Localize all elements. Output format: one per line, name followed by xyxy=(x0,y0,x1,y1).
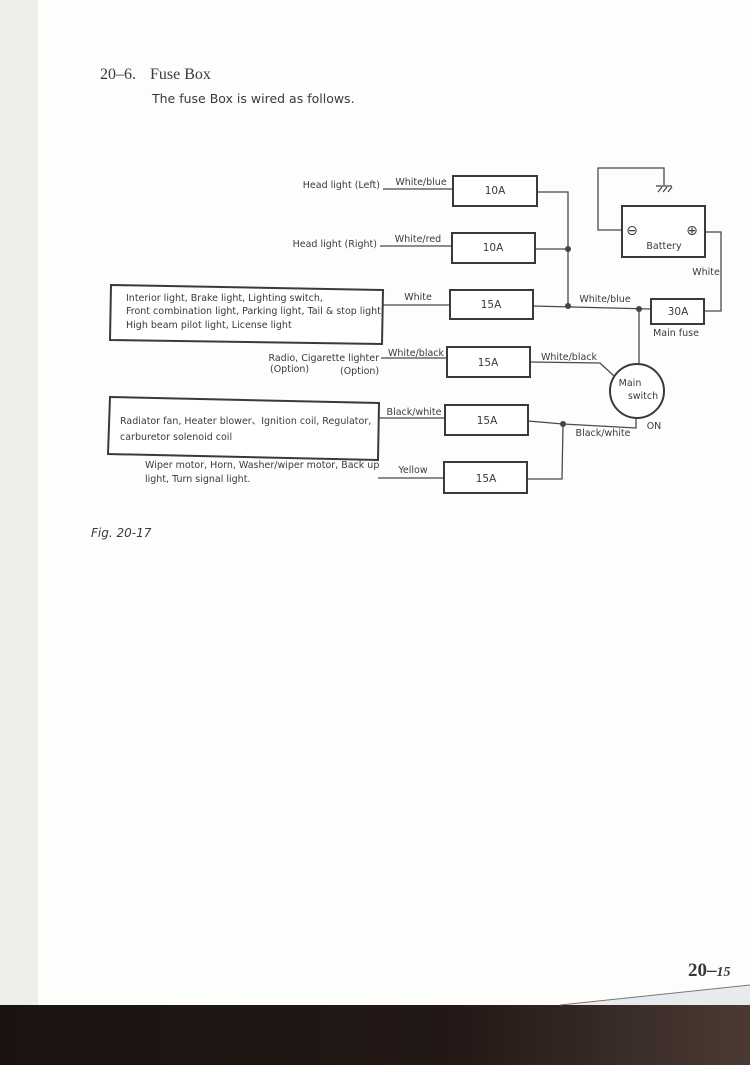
battery: ⊖ ⊕ Battery xyxy=(621,205,706,258)
svg-text:30A: 30A xyxy=(668,306,689,318)
switch-feed-wire-label: White/black xyxy=(541,352,598,363)
load-label: (Option) xyxy=(270,364,309,375)
battery-wire-label: White xyxy=(692,267,720,278)
wire-label: White/red xyxy=(395,234,441,245)
scan-background xyxy=(0,1005,750,1065)
svg-text:Front combination light, Parki: Front combination light, Parking light, … xyxy=(126,306,384,317)
ground-icon xyxy=(656,185,673,193)
wire-label: White/blue xyxy=(395,177,447,188)
load-label: Head light (Right) xyxy=(293,239,377,250)
load-label: Wiper motor, Horn, Washer/wiper motor, B… xyxy=(145,460,379,471)
binding-shadow xyxy=(0,0,38,1005)
negative-terminal-icon: ⊖ xyxy=(626,223,638,239)
section-title: Fuse Box xyxy=(150,66,211,83)
page-number: 20–15 xyxy=(688,960,731,981)
wires xyxy=(378,167,722,480)
fuse-6: 15A xyxy=(443,461,528,494)
junction-dot xyxy=(560,421,566,427)
svg-text:Interior light, Brake light, L: Interior light, Brake light, Lighting sw… xyxy=(126,293,323,304)
svg-text:ON: ON xyxy=(647,421,662,432)
svg-text:High beam pilot light, Licens: High beam pilot light, License light xyxy=(126,320,292,331)
wire-label: White/black xyxy=(388,348,445,359)
svg-text:Battery: Battery xyxy=(646,241,682,252)
section-intro: The fuse Box is wired as follows. xyxy=(151,91,355,106)
fuse-3: 15A xyxy=(449,289,534,320)
bus-wire-label: White/blue xyxy=(579,294,631,305)
fuse-rating: 15A xyxy=(476,473,497,485)
svg-text:Main fuse: Main fuse xyxy=(653,328,699,339)
fuse-rating: 10A xyxy=(485,185,506,197)
svg-text:carburetor solenoid coil: carburetor solenoid coil xyxy=(120,432,232,443)
junction-dot xyxy=(565,246,571,252)
switch-out-wire-label: Black/white xyxy=(576,428,631,439)
fuse-5: 15A xyxy=(444,404,529,436)
junction-dot xyxy=(565,303,571,309)
load-label: Head light (Left) xyxy=(303,180,380,191)
fuse-1: 10A xyxy=(452,175,538,207)
main-switch: Main switch ON xyxy=(609,363,665,432)
svg-text:Main: Main xyxy=(619,378,642,389)
fuse-4: 15A xyxy=(446,346,531,378)
svg-text:switch: switch xyxy=(628,391,658,402)
svg-text:Radiator fan, Heater blower、Ig: Radiator fan, Heater blower、Ignition coi… xyxy=(120,416,371,427)
positive-terminal-icon: ⊕ xyxy=(686,223,698,239)
wire-label: Yellow xyxy=(397,465,427,476)
wire-label: White xyxy=(404,292,432,303)
section-number: 20–6. xyxy=(100,66,136,83)
main-fuse: 30A Main fuse xyxy=(650,298,705,339)
load-label: (Option) xyxy=(340,366,379,377)
figure-caption: Fig. 20-17 xyxy=(91,526,152,540)
fuse-rating: 15A xyxy=(478,357,499,369)
wire-label: Black/white xyxy=(387,407,442,418)
load-label: Radio, Cigarette lighter xyxy=(268,353,379,364)
junction-dot xyxy=(636,306,642,312)
fuse-rating: 15A xyxy=(481,299,502,311)
load-box-ignition: Radiator fan, Heater blower、Ignition coi… xyxy=(106,395,381,462)
fuse-2: 10A xyxy=(451,232,536,264)
fuse-rating: 10A xyxy=(483,242,504,254)
fuse-rating: 15A xyxy=(477,415,498,427)
load-label: light, Turn signal light. xyxy=(145,474,250,485)
load-box-lighting: Interior light, Brake light, Lighting sw… xyxy=(108,283,385,346)
